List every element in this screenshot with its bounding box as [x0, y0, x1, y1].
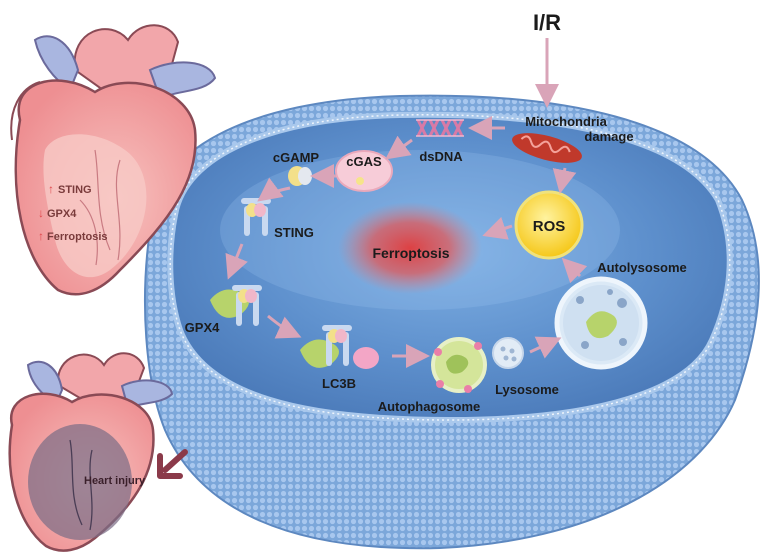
cgamp-label: cGAMP [273, 150, 320, 165]
ferroptosis-label: Ferroptosis [372, 245, 449, 261]
lysosome-icon [492, 337, 524, 369]
sting-label: STING [274, 225, 314, 240]
lysosome-to-autolysosome-arrow [529, 336, 562, 359]
top-heart-ferroptosis-arrow: ↑ [38, 229, 44, 243]
cgas-icon [335, 150, 393, 192]
cgas-label: cGAS [346, 154, 382, 169]
top-heart-inner [43, 134, 147, 278]
ros-label: ROS [533, 218, 566, 235]
dsdna-icon [416, 119, 464, 137]
top-heart-gpx4-label: GPX4 [47, 208, 77, 220]
top-heart-vessel-2 [148, 61, 217, 100]
lc3b-complex-icon [300, 325, 379, 369]
heart-injury-label: Heart injury [84, 475, 146, 487]
top-heart-gpx4-arrow: ↓ [38, 206, 44, 220]
autolysosome-label: Autolysosome [597, 260, 687, 275]
ferroptosis-glow [338, 202, 482, 294]
autophagosome-label: Autophagosome [378, 399, 481, 414]
autophagosome-icon [431, 337, 487, 393]
top-heart-ferroptosis-label: Ferroptosis [47, 231, 108, 243]
cell-to-heart-injury-arrow [157, 449, 188, 479]
dsdna-label: dsDNA [419, 149, 463, 164]
damage-label: damage [584, 129, 633, 144]
top-heart [10, 24, 217, 296]
gpx4-complex-icon [210, 285, 262, 326]
top-heart-sting-arrow: ↑ [48, 182, 54, 196]
bottom-heart [8, 352, 174, 552]
mitochondria-label: Mitochondria [525, 114, 607, 129]
sting-to-gpx4-arrow [225, 243, 248, 280]
gpx4-label: GPX4 [185, 320, 220, 335]
lc3b-label: LC3B [322, 376, 356, 391]
mitochondria-icon [512, 133, 582, 163]
cgamp-icon [288, 166, 312, 186]
bottom-heart-injury-zone [28, 424, 132, 540]
ir-label: I/R [533, 10, 561, 35]
autolysosome-icon [554, 276, 648, 370]
top-heart-contour [10, 81, 41, 141]
lysosome-label: Lysosome [495, 382, 559, 397]
mito-to-ros-arrow [552, 167, 577, 194]
autolysosome-to-ros-arrow [561, 257, 588, 284]
cgamp-to-sting-arrow [257, 177, 291, 202]
gpx4-to-lc3b-arrow [267, 314, 302, 339]
top-heart-vessel [33, 35, 80, 92]
ros-bubble [514, 190, 584, 260]
ros-to-ferroptosis-arrow [482, 216, 513, 240]
bottom-heart-veins [69, 439, 93, 531]
top-heart-veins [79, 149, 121, 266]
top-heart-sting-label: STING [58, 184, 92, 196]
dsdna-to-cgas-arrow [385, 135, 413, 160]
